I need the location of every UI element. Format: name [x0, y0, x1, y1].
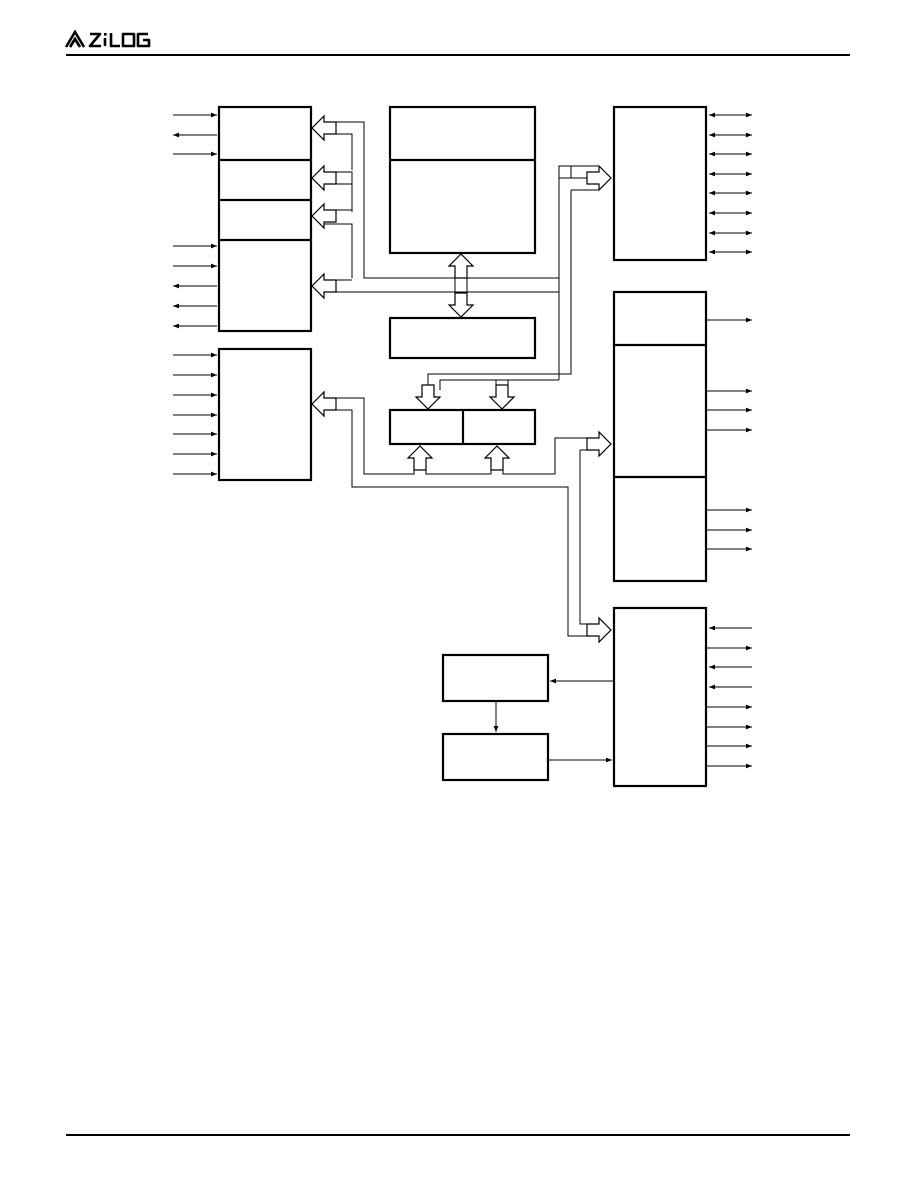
io-port-block-bottom-left [217, 347, 313, 482]
bus-arrow-up-memory [447, 253, 475, 279]
footer-rule [66, 1134, 850, 1136]
bus-arrow-down-interface [447, 292, 475, 318]
bus-arrow-right-1 [586, 164, 612, 192]
header-rule [66, 54, 850, 56]
bus-arrow-left-5 [311, 390, 337, 418]
bus-arrow-left-1 [311, 114, 337, 142]
bus-arrow-left-3 [311, 202, 337, 230]
clock-block-a [441, 653, 550, 703]
zilog-wordmark [88, 32, 151, 48]
bus-left-top-lower [324, 190, 560, 293]
zilog-logo [64, 29, 151, 48]
clock-block-b [441, 732, 550, 782]
bus-arrow-left-4 [311, 272, 337, 300]
memory-block [388, 105, 537, 255]
control-block-bottom-right [612, 606, 708, 788]
bus-arrow-down-split-1 [414, 384, 442, 410]
bus-arrow-down-split-2 [488, 384, 516, 410]
port-block-top-right [612, 105, 708, 262]
bus-arrow-left-2 [311, 164, 337, 192]
timer-block-right [612, 290, 708, 583]
bus-arrow-right-3 [586, 616, 612, 644]
bus-arrow-right-2 [586, 430, 612, 458]
io-port-block-top-left [217, 105, 313, 333]
bus-arrow-up-split-2 [483, 445, 511, 471]
bus-arrow-up-split-1 [406, 445, 434, 471]
zilog-emblem-icon [64, 29, 86, 48]
interface-block-center [388, 316, 537, 360]
